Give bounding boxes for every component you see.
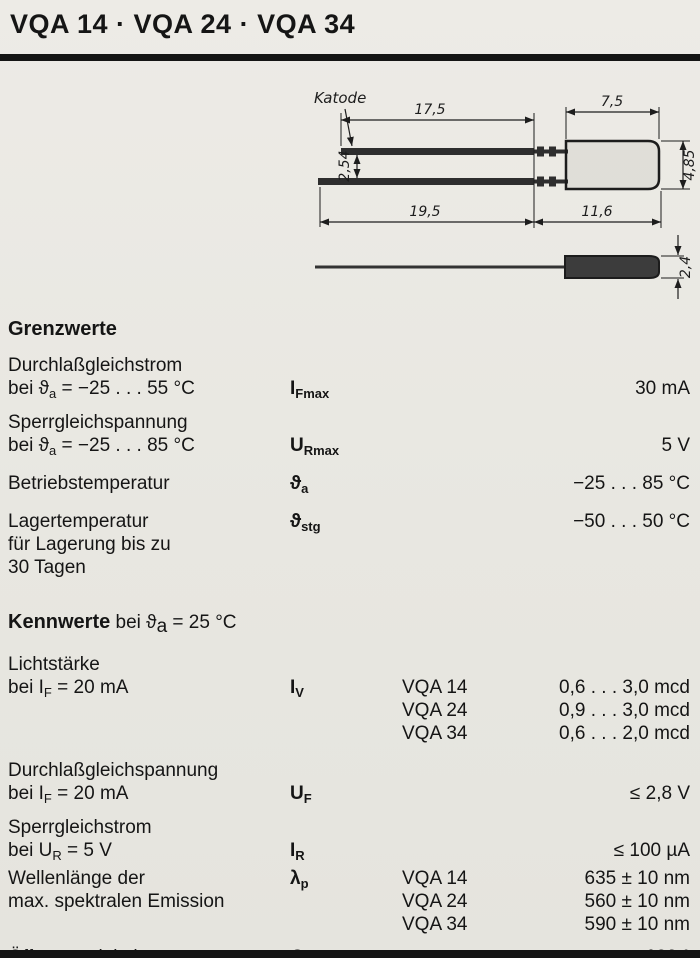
spec-row-sperrgleichstrom: Sperrgleichstrom bei UR = 5 V IR ≤ 100 µ… [8, 816, 700, 867]
variant-value: 0,9 . . . 3,0 mcd [559, 700, 690, 721]
header-rule [0, 54, 700, 61]
dim-label-2-54: 2,54 [337, 150, 353, 181]
spec-row-betriebstemperatur: Betriebstemperatur ϑa −25 . . . 85 °C [8, 472, 700, 500]
anode-lead [318, 178, 534, 185]
lead-crimp [537, 176, 544, 187]
param-condition: bei IF = 20 mA [8, 677, 129, 700]
variant-value: 0,6 . . . 3,0 mcd [559, 677, 690, 698]
led-body-top-view [564, 139, 661, 191]
variant-name: VQA 24 [402, 891, 468, 912]
param-value: ≤ 2,8 V [629, 783, 690, 804]
variant-name: VQA 24 [402, 700, 468, 721]
param-condition: für Lagerung bis zu [8, 534, 171, 555]
param-name: max. spektralen Emission [8, 891, 225, 912]
param-value: −25 . . . 85 °C [573, 473, 690, 494]
param-value: −50 . . . 50 °C [573, 511, 690, 532]
led-body-side-view [564, 255, 660, 279]
dim-label-7-5: 7,5 [601, 94, 623, 110]
param-symbol: IFmax [290, 354, 402, 405]
page-title: VQA 14 · VQA 24 · VQA 34 [10, 9, 356, 39]
param-symbol: IV [290, 653, 402, 745]
param-symbol: ϑa [290, 472, 402, 500]
section-heading-grenzwerte: Grenzwerte [8, 318, 117, 340]
symbol-sub: F [303, 791, 312, 806]
symbol-main: U [290, 783, 304, 804]
spec-row-durchlassgleichspannung: Durchlaßgleichspannung bei IF = 20 mA UF… [8, 759, 700, 810]
variant-name: VQA 34 [402, 723, 468, 744]
symbol-sub: Fmax [295, 386, 330, 401]
variant-value: 560 ± 10 nm [584, 891, 691, 912]
heading-bold: Kennwerte [8, 611, 111, 633]
param-name: Sperrgleichspannung [8, 412, 188, 433]
lead-crimp [549, 176, 556, 187]
lead-crimp [549, 146, 556, 157]
section-heading-kennwerte: Kennwerte bei ϑa = 25 °C [8, 611, 237, 637]
dim-label-2-4: 2,4 [678, 256, 694, 278]
param-symbol: UF [290, 759, 402, 810]
variant-name: VQA 14 [402, 677, 468, 698]
variant-name: VQA 14 [402, 868, 468, 889]
param-value: ≤ 100 µA [613, 840, 690, 861]
cathode-lead [341, 148, 534, 155]
param-name: Durchlaßgleichstrom [8, 355, 183, 376]
param-name: Betriebstemperatur [8, 473, 170, 494]
variant-value: 590 ± 10 nm [584, 914, 691, 935]
katode-leader-line [344, 108, 354, 147]
param-value: 5 V [661, 435, 690, 456]
param-condition: bei IF = 20 mA [8, 783, 129, 806]
symbol-sub: p [300, 876, 309, 891]
param-symbol: λp [290, 867, 402, 936]
symbol-main: I [290, 677, 296, 698]
symbol-main: λ [290, 868, 301, 889]
katode-label: Katode [314, 89, 366, 107]
symbol-main: I [290, 378, 296, 399]
spec-row-wellenlaenge: Wellenlänge der max. spektralen Emission… [8, 867, 700, 936]
param-name: Lagertemperatur [8, 511, 149, 532]
param-name: Sperrgleichstrom [8, 817, 152, 838]
symbol-main: U [290, 435, 304, 456]
symbol-main: I [290, 840, 296, 861]
param-symbol: IR [290, 816, 402, 867]
variant-name: VQA 34 [402, 914, 468, 935]
symbol-main: ϑ [290, 511, 302, 532]
spec-tables: Grenzwerte Durchlaßgleichstrom bei ϑa = … [8, 318, 700, 958]
variant-value: 635 ± 10 nm [584, 868, 691, 889]
dim-label-17-5: 17,5 [414, 102, 445, 118]
param-name: Durchlaßgleichspannung [8, 760, 219, 781]
spec-row-lichtstaerke: Lichtstärke bei IF = 20 mA IV VQA 14 VQA… [8, 653, 700, 745]
spec-row-durchlassgleichstrom: Durchlaßgleichstrom bei ϑa = −25 . . . 5… [8, 354, 700, 405]
param-symbol: URmax [290, 411, 402, 462]
symbol-sub: a [301, 481, 309, 496]
symbol-sub: V [295, 685, 304, 700]
symbol-sub: Rmax [303, 443, 340, 458]
symbol-main: ϑ [290, 473, 302, 494]
lead-crimp [537, 146, 544, 157]
dim-label-19-5: 19,5 [409, 204, 440, 220]
symbol-sub: stg [301, 519, 321, 534]
param-value: 30 mA [635, 378, 690, 399]
led-dimension-drawing: Katode 17,5 7,5 2,54 4,85 19,5 11,6 [314, 89, 698, 299]
footer-rule [0, 950, 700, 958]
param-symbol: ϑstg [290, 510, 402, 579]
param-name: Wellenlänge der [8, 868, 145, 889]
variant-value: 0,6 . . . 2,0 mcd [559, 723, 690, 744]
param-condition: bei ϑa = −25 . . . 55 °C [8, 378, 195, 401]
param-condition: bei ϑa = −25 . . . 85 °C [8, 435, 195, 458]
param-condition: 30 Tagen [8, 557, 86, 578]
spec-row-lagertemperatur: Lagertemperatur für Lagerung bis zu 30 T… [8, 510, 700, 579]
spec-row-sperrgleichspannung: Sperrgleichspannung bei ϑa = −25 . . . 8… [8, 411, 700, 462]
symbol-sub: R [295, 848, 305, 863]
dim-label-11-6: 11,6 [581, 204, 612, 220]
dim-label-4-85: 4,85 [682, 149, 698, 180]
param-name: Lichtstärke [8, 654, 100, 675]
param-condition: bei UR = 5 V [8, 840, 112, 863]
